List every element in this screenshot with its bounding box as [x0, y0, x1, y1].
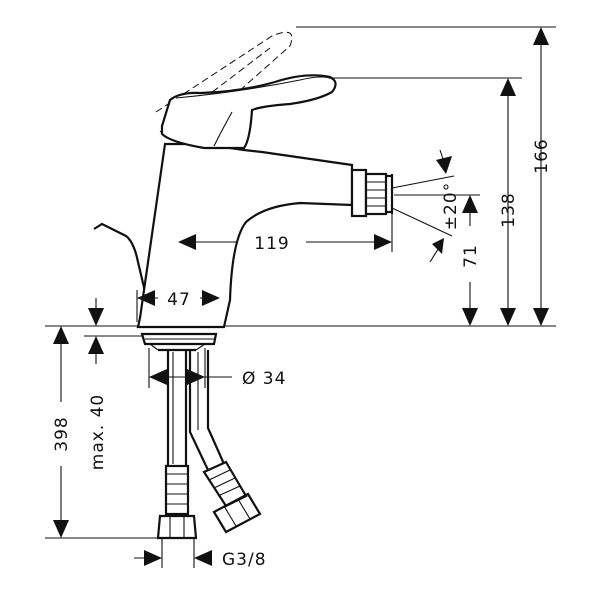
label-connection-thread: G3/8 [222, 550, 267, 570]
right-hose-nut [212, 492, 262, 534]
left-hose-nut [156, 514, 198, 540]
label-swivel-angle: ±20° [441, 182, 461, 230]
pop-up-rod [93, 222, 148, 297]
dimension-outlet-height: 71 [461, 195, 481, 326]
dimension-connection-thread: G3/8 [134, 550, 267, 570]
label-spout-reach: 119 [254, 234, 289, 254]
dimension-base-width: 47 [137, 290, 220, 310]
dimension-overall-height: 166 [532, 27, 552, 326]
dimension-hole-diameter: Ø 34 [149, 369, 286, 389]
spray-head [364, 172, 388, 216]
label-overall-height: 166 [532, 138, 552, 173]
dimension-hose-length: 398 [52, 326, 72, 538]
left-hose-ferrule [164, 464, 190, 516]
label-outlet-height: 71 [461, 244, 481, 268]
label-hole-diameter: Ø 34 [242, 369, 286, 389]
label-spout-height: 138 [499, 192, 519, 227]
dimension-max-deck-thickness: max. 40 [88, 298, 108, 470]
extension-lines [45, 26, 556, 568]
lever-handle [160, 74, 337, 150]
label-hose-length: 398 [52, 416, 72, 451]
label-max-deck-thickness: max. 40 [88, 394, 108, 470]
dimension-spout-height: 138 [499, 78, 519, 326]
lever-raised-outline [155, 31, 293, 113]
spray-head-base [350, 168, 368, 218]
label-base-width: 47 [167, 290, 191, 310]
dimension-spout-reach: 119 [178, 234, 392, 254]
faucet-body [93, 31, 394, 540]
mounting-flange [140, 332, 218, 346]
dimension-swivel-angle: ±20° [391, 149, 461, 263]
